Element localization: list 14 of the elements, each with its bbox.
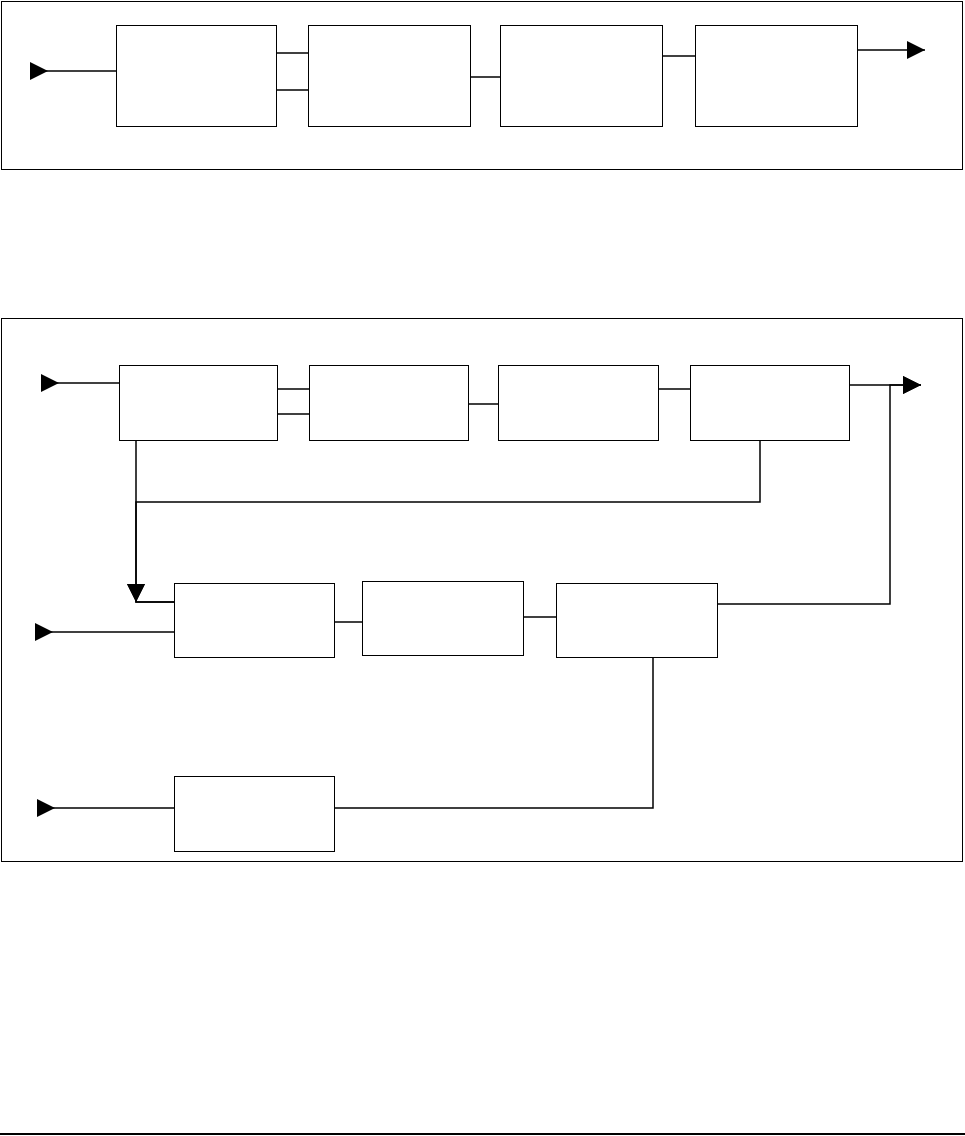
block-box	[497, 364, 659, 441]
block-box	[308, 364, 469, 441]
block-box	[361, 580, 524, 656]
block-box	[689, 364, 850, 441]
panel-frame	[1, 1, 963, 170]
block-box	[173, 775, 335, 852]
block-box	[499, 24, 663, 127]
block-box	[173, 582, 335, 658]
block-box	[307, 24, 471, 127]
block-box	[694, 24, 858, 127]
block-box	[118, 364, 278, 441]
block-box	[555, 582, 718, 658]
panel-frame	[1, 318, 963, 862]
block-box	[115, 24, 277, 127]
